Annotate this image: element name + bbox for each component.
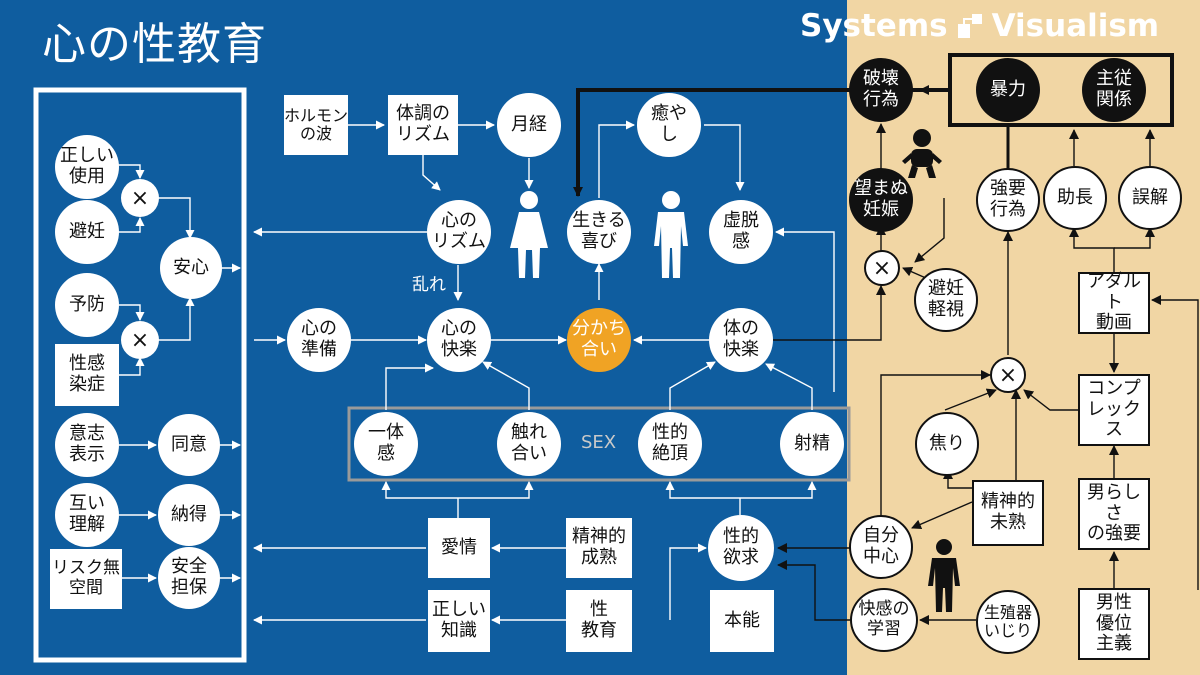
node-iyashi: 癒や し: [637, 93, 701, 157]
logo-mark-icon: [957, 14, 982, 38]
node-gokai: 誤解: [1118, 166, 1182, 230]
node-karada-kairaku: 体の 快楽: [709, 308, 773, 372]
node-complex: コンプ レックス: [1078, 374, 1150, 446]
label-sex: SEX: [581, 432, 617, 453]
node-aseri: 焦り: [915, 412, 979, 476]
person-male-icon: [654, 191, 688, 278]
node-otokorashisa: 男らしさ の強要: [1078, 478, 1150, 550]
node-kokoro-kairaku: 心の 快楽: [427, 308, 491, 372]
cross-hinin: ×: [864, 250, 900, 286]
sex-box: [347, 406, 851, 482]
node-seishokuki: 生殖器 いじり: [976, 590, 1040, 654]
safety-frame: [33, 87, 247, 663]
node-bouryoku: 暴力: [976, 58, 1040, 122]
node-jibun: 自分 中心: [849, 515, 913, 579]
node-ishi: 意志 表示: [55, 413, 119, 477]
node-jochou: 助長: [1043, 166, 1107, 230]
label-ran: 乱れ: [412, 275, 446, 295]
brand-right-text: Visualism: [991, 8, 1160, 44]
node-sei-kyouiku: 性 教育: [566, 590, 632, 652]
node-hormone: ホルモン の波: [284, 95, 348, 155]
node-seishin-seijuku: 精神的 成熟: [566, 518, 632, 578]
node-zecchou: 性的 絶頂: [638, 412, 702, 476]
person-female-icon: [510, 191, 548, 278]
node-fureai: 触れ 合い: [497, 412, 561, 476]
node-seikansen: 性感 染症: [55, 344, 119, 406]
cross-upper: ×: [121, 179, 159, 217]
node-taichou: 体調の リズム: [388, 95, 458, 155]
node-doui: 同意: [158, 414, 220, 476]
page-title: 心の性教育: [42, 19, 267, 70]
node-seiteki-yokkyu: 性的 欲求: [708, 515, 774, 581]
node-seishin-mijuku: 精神的 未熟: [972, 480, 1044, 546]
brand-logo: Systems Visualism: [800, 8, 1159, 44]
node-shasei: 射精: [780, 412, 844, 476]
node-yobou: 予防: [55, 273, 119, 337]
node-tadashii-shiyou: 正しい 使用: [55, 135, 119, 199]
brand-left-text: Systems: [800, 8, 948, 44]
node-ikiru: 生きる 喜び: [567, 200, 631, 264]
node-nattoku: 納得: [158, 484, 220, 546]
node-aijou: 愛情: [428, 518, 490, 578]
node-kyodatsu: 虚脱 感: [709, 200, 773, 264]
node-hakai: 破壊 行為: [849, 58, 913, 122]
node-tadashii-chishiki: 正しい 知識: [428, 590, 490, 652]
node-anshin: 安心: [160, 237, 222, 299]
node-kaikan: 快感の 学習: [850, 588, 918, 652]
node-nozomanu: 望まぬ 妊娠: [849, 168, 913, 232]
node-shuju: 主従 関係: [1082, 58, 1146, 122]
person-child-icon: [928, 539, 960, 612]
cross-lower: ×: [121, 321, 159, 359]
baby-icon: [902, 129, 942, 178]
node-adult: アダルト 動画: [1078, 271, 1150, 334]
node-honnou: 本能: [710, 590, 774, 652]
node-anzen: 安全 担保: [158, 547, 220, 609]
node-hinin-keishi: 避妊 軽視: [914, 268, 978, 332]
node-tagai: 互い 理解: [55, 483, 119, 547]
node-dansei: 男性 優位 主義: [1078, 588, 1150, 660]
node-kokoro-rhythm: 心の リズム: [427, 200, 491, 264]
node-wakachi: 分かち 合い: [567, 308, 631, 372]
node-hinin: 避妊: [55, 200, 119, 264]
cross-center: ×: [990, 357, 1026, 393]
node-ittai: 一体 感: [354, 412, 418, 476]
node-risk: リスク無 空間: [50, 549, 122, 609]
node-gekkei: 月経: [497, 93, 561, 157]
node-kyouyou: 強要 行為: [976, 168, 1040, 232]
node-kokoro-junbi: 心の 準備: [287, 308, 351, 372]
